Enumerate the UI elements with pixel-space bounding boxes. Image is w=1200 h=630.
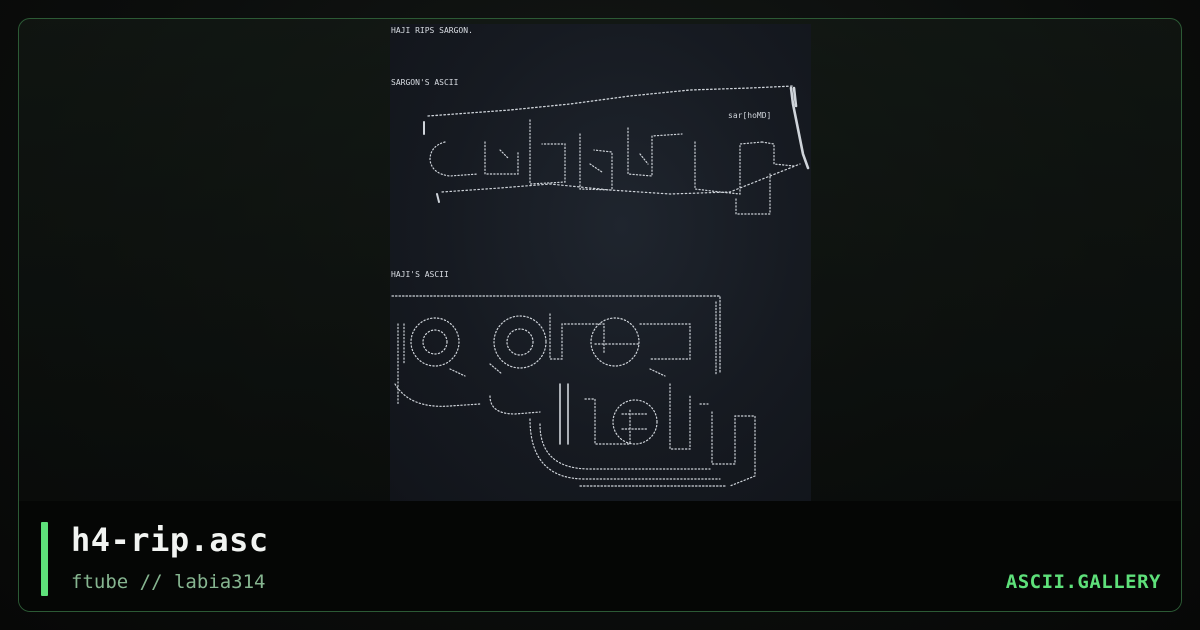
artwork-heading-haji: HAJI'S ASCII bbox=[391, 270, 449, 279]
artwork-credits: ftube // labia314 bbox=[71, 571, 266, 593]
card-frame: HAJI RIPS SARGON. SARGON'S ASCII sar[hoM… bbox=[18, 18, 1182, 612]
artwork-canvas: HAJI RIPS SARGON. SARGON'S ASCII sar[hoM… bbox=[390, 24, 811, 504]
sargon-ascii-logo bbox=[423, 85, 810, 215]
artwork-signature-sargon: sar[hoMD] bbox=[728, 111, 771, 120]
artwork-title: h4-rip.asc bbox=[71, 521, 269, 559]
footer-bar: h4-rip.asc ftube // labia314 ASCII.GALLE… bbox=[19, 501, 1181, 611]
artwork-intro-line: HAJI RIPS SARGON. bbox=[391, 26, 473, 35]
site-brand[interactable]: ASCII.GALLERY bbox=[1005, 571, 1161, 593]
accent-bar bbox=[41, 522, 48, 596]
artwork-heading-sargon: SARGON'S ASCII bbox=[391, 78, 459, 87]
ascii-artwork: HAJI RIPS SARGON. SARGON'S ASCII sar[hoM… bbox=[391, 26, 810, 487]
haji-ascii-logo bbox=[391, 295, 756, 487]
